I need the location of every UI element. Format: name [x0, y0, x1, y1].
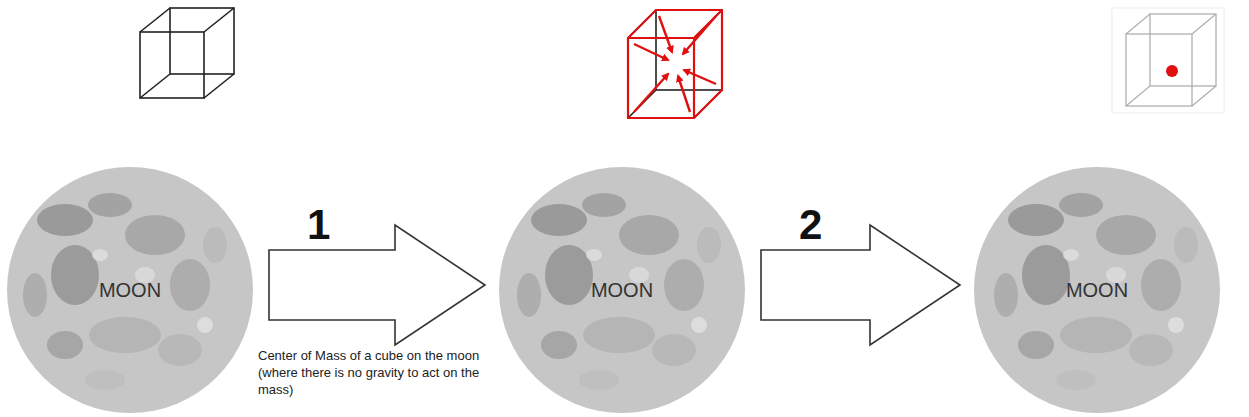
- caption-note: Center of Mass of a cube on the moon (wh…: [258, 348, 503, 399]
- moon-crater: [545, 245, 593, 305]
- moon-crater: [1063, 249, 1079, 261]
- moon-crater: [37, 204, 93, 236]
- moon-crater: [1129, 334, 1173, 366]
- moon-crater: [47, 331, 83, 359]
- block-arrow: [269, 225, 485, 345]
- force-arrows: [628, 10, 722, 118]
- moon-crater: [51, 245, 99, 305]
- moon-crater: [203, 227, 227, 263]
- moon-crater: [1174, 227, 1198, 263]
- moon-crater: [1018, 331, 1054, 359]
- moon-crater: [23, 273, 47, 317]
- moon-crater: [652, 334, 696, 366]
- moon-crater: [586, 249, 602, 261]
- moon-crater: [197, 317, 213, 333]
- moon-crater: [1008, 204, 1064, 236]
- moon-crater: [582, 193, 626, 217]
- moon-crater: [85, 370, 125, 390]
- moon-crater: [531, 204, 587, 236]
- step-number: 1: [307, 204, 330, 246]
- moon-crater: [1056, 370, 1096, 390]
- moon-crater: [541, 331, 577, 359]
- moon-node: MOON: [5, 165, 255, 415]
- moon-crater: [1060, 317, 1132, 353]
- moon-crater: [92, 249, 108, 261]
- moon-node: MOON: [497, 165, 747, 415]
- moon-crater: [697, 227, 721, 263]
- moon-label: MOON: [591, 279, 653, 302]
- center-of-mass-dot: [1166, 65, 1178, 77]
- block-arrow: [761, 225, 960, 345]
- moon-surface: [974, 167, 1220, 413]
- moon-crater: [1168, 317, 1184, 333]
- moon-label: MOON: [99, 279, 161, 302]
- moon-crater: [170, 259, 210, 311]
- moon-crater: [619, 215, 679, 255]
- step-number: 2: [799, 204, 822, 246]
- moon-surface: [7, 167, 253, 413]
- moon-crater: [583, 317, 655, 353]
- wire-cube: [140, 8, 234, 98]
- moon-crater: [691, 317, 707, 333]
- moon-node: MOON: [972, 165, 1222, 415]
- moon-crater: [1022, 245, 1070, 305]
- moon-crater: [1141, 259, 1181, 311]
- moon-crater: [88, 193, 132, 217]
- compressed-cube: [628, 10, 722, 118]
- cube-panel: [1112, 8, 1224, 113]
- moon-label: MOON: [1066, 279, 1128, 302]
- moon-crater: [89, 317, 161, 353]
- moon-crater: [1096, 215, 1156, 255]
- moon-crater: [158, 334, 202, 366]
- moon-surface: [499, 167, 745, 413]
- moon-crater: [664, 259, 704, 311]
- moon-crater: [125, 215, 185, 255]
- faint-cube: [1126, 14, 1216, 106]
- moon-crater: [517, 273, 541, 317]
- moon-crater: [994, 273, 1018, 317]
- moon-crater: [579, 370, 619, 390]
- moon-crater: [1059, 193, 1103, 217]
